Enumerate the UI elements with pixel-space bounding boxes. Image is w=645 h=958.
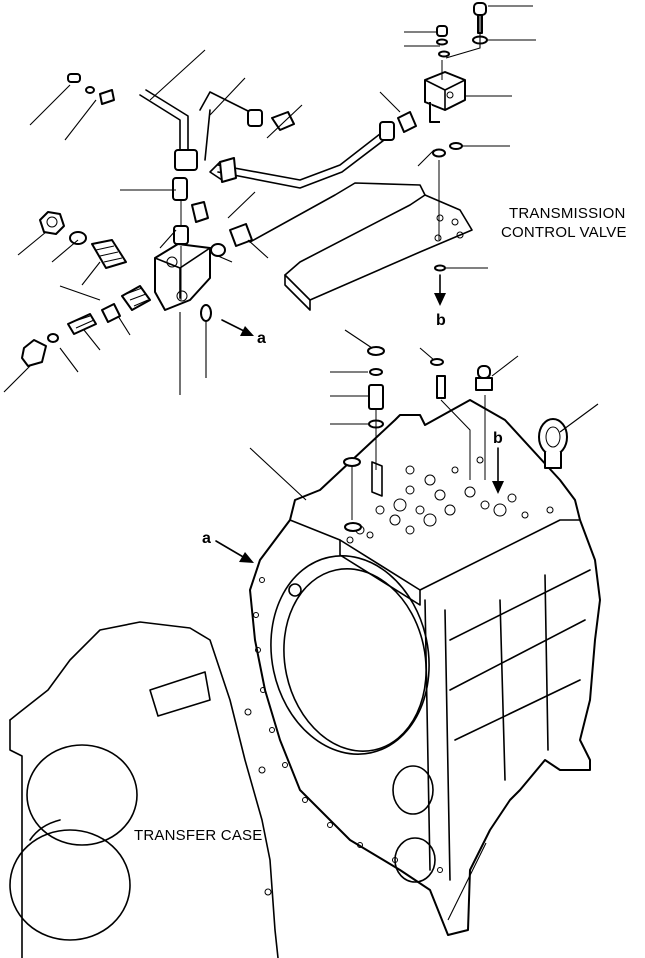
ref-a-left: a [257, 330, 267, 347]
transmission-housing [249, 346, 601, 936]
valve-label-line2: CONTROL VALVE [501, 224, 627, 241]
control-valve-plate [249, 182, 473, 311]
transfer-case [9, 621, 279, 958]
leader-lines [3, 5, 599, 921]
valve-block-right [397, 2, 488, 272]
valve-label-line1: TRANSMISSION [509, 205, 626, 222]
reference-arrows [215, 274, 504, 563]
pipes [139, 89, 395, 189]
ref-b-top: b [436, 312, 446, 329]
ref-b-right: b [493, 430, 503, 447]
left-valve-assembly [21, 73, 295, 367]
transfer-case-label: TRANSFER CASE [134, 827, 263, 844]
ref-a-right: a [202, 530, 212, 547]
